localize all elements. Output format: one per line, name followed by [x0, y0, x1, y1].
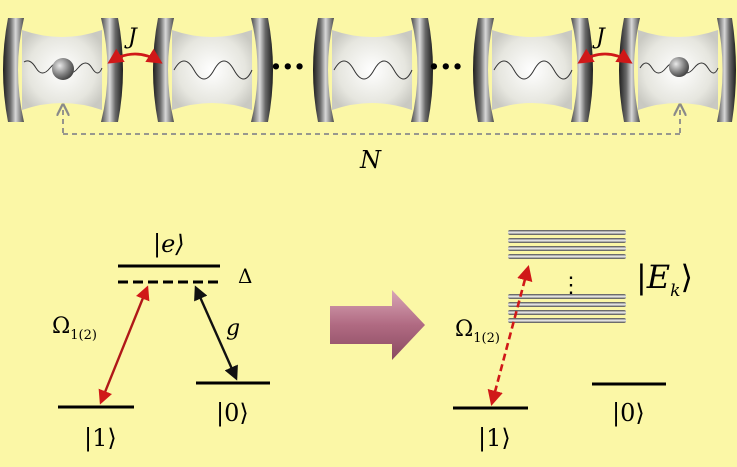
ellipsis-2: ···: [428, 47, 464, 87]
cavity-1: [3, 18, 123, 122]
atom: [52, 58, 74, 80]
band-ket-subscript: k: [670, 281, 680, 301]
cavity-4: [473, 18, 593, 122]
cavity-mode-wave: [333, 60, 413, 80]
pump-transition-arrow-dashed: [487, 264, 533, 407]
coupling-label-right: J: [592, 25, 606, 50]
cavity-mirror-left: [313, 18, 334, 122]
band-ket-close: ⟩: [680, 258, 692, 296]
right-level-scheme: ⋮ |Ek⟩ |1⟩ |0⟩ Ω1(2): [453, 230, 693, 453]
band-level: [508, 230, 626, 235]
cavity-3: [313, 18, 433, 122]
band-level: [508, 294, 626, 299]
left-level-scheme: |e⟩ Δ |1⟩ |0⟩ Ω1(2) g: [52, 230, 270, 453]
lower-band: [508, 294, 626, 323]
ground0-ket: |0⟩: [216, 399, 249, 428]
loop-label: N: [359, 146, 382, 174]
coupling-g-label: g: [226, 316, 240, 341]
coupling-arrow-right: [577, 48, 633, 64]
rabi-label: Ω1(2): [455, 317, 500, 346]
excited-ket: |e⟩: [153, 230, 185, 259]
transform-arrow: [330, 290, 425, 360]
cavity-mirror-left: [473, 18, 494, 122]
pump-transition-arrow: [98, 285, 150, 405]
band-level: [508, 318, 626, 323]
cavity-mirror-left: [3, 18, 24, 122]
cavity-mirror-left: [619, 18, 640, 122]
coupling-arrow-left: [107, 48, 163, 64]
cavity-mirror-right: [411, 18, 433, 122]
cavity-beam: [332, 30, 412, 110]
band-dots: ⋮: [560, 273, 582, 298]
ellipsis-1: ···: [270, 47, 306, 87]
rabi-symbol: Ω: [52, 314, 70, 339]
rabi-subscript: 1(2): [473, 331, 500, 346]
detuning-label: Δ: [238, 264, 252, 288]
band-level: [508, 254, 626, 259]
cavity-mirror-right: [101, 18, 123, 122]
band-ket: |Ek⟩: [636, 258, 693, 301]
cavity-beam: [172, 30, 252, 110]
cavity-mirror-right: [251, 18, 273, 122]
rabi-subscript: 1(2): [70, 328, 97, 343]
ground0-ket: |0⟩: [612, 399, 645, 428]
atom: [669, 57, 689, 77]
cavity-5: [619, 18, 736, 122]
cavity-mode-wave: [493, 60, 573, 80]
band-level: [508, 310, 626, 315]
rabi-label: Ω1(2): [52, 314, 97, 343]
band-level: [508, 302, 626, 307]
upper-band: [508, 230, 626, 259]
cavity-mirror-right: [571, 18, 593, 122]
cavity-beam: [492, 30, 572, 110]
ground1-ket: |1⟩: [478, 424, 511, 453]
cavity-2: [153, 18, 273, 122]
band-level: [508, 246, 626, 251]
cavity-coupling-arrow: [194, 285, 238, 381]
band-ket-main: |E: [636, 258, 670, 296]
cavity-mirror-left: [153, 18, 174, 122]
cavity-mode-wave: [173, 60, 253, 80]
cavity-chain: J J ··· ··· N: [3, 18, 736, 174]
ground1-ket: |1⟩: [84, 424, 117, 453]
band-level: [508, 238, 626, 243]
coupling-label-left: J: [124, 25, 138, 50]
rabi-symbol: Ω: [455, 317, 473, 342]
cavity-mirror-right: [717, 18, 736, 122]
